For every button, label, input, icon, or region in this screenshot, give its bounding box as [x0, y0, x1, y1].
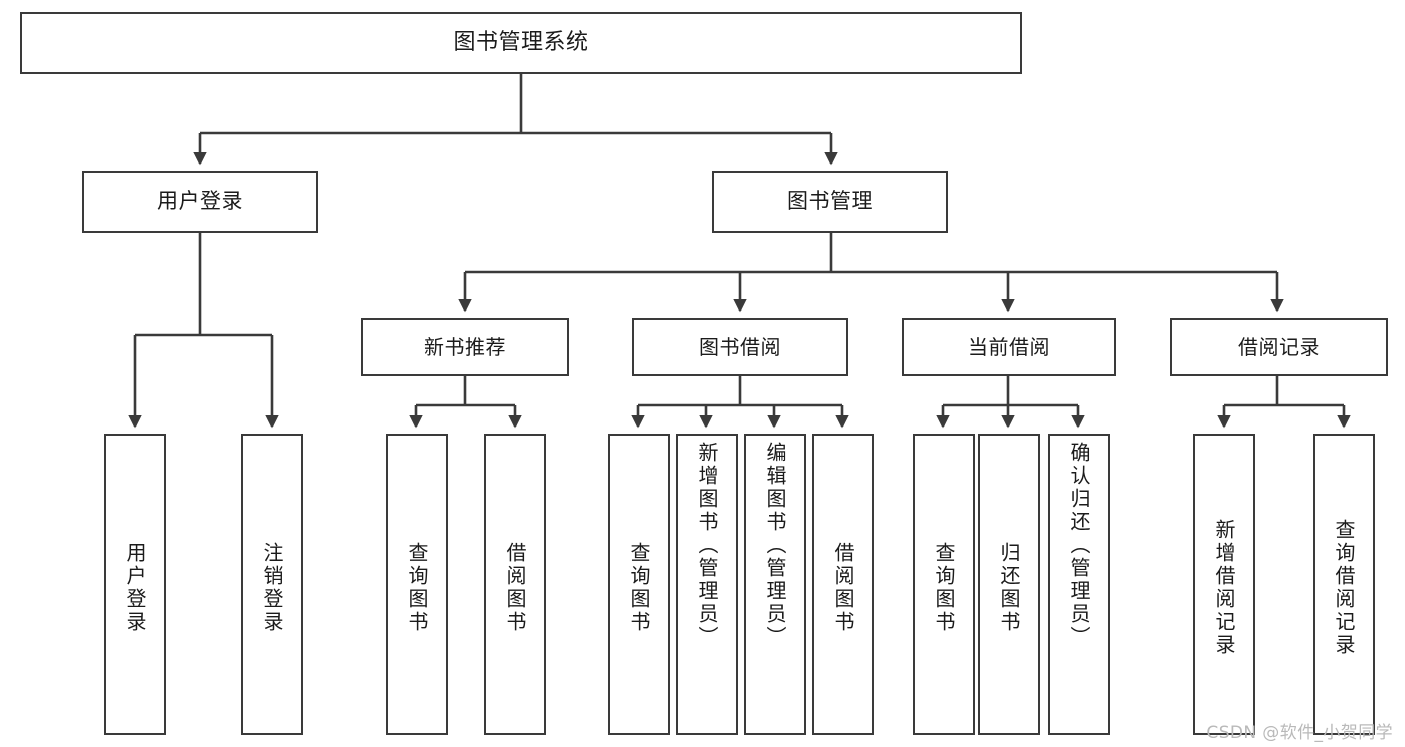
- node-leaf-add-book-label: 新增图书（管理员）: [695, 442, 719, 649]
- node-leaf-add-book[interactable]: 新增图书（管理员）: [676, 434, 738, 735]
- node-leaf-return-book-label: 归还图书: [997, 541, 1021, 634]
- node-user-login-label: 用户登录: [157, 189, 243, 214]
- node-new-book-recommend-label: 新书推荐: [424, 334, 506, 359]
- node-new-book-recommend[interactable]: 新书推荐: [361, 318, 569, 376]
- node-leaf-confirm-return-label: 确认归还（管理员）: [1067, 442, 1091, 649]
- node-leaf-query-book-3[interactable]: 查询图书: [913, 434, 975, 735]
- node-book-borrow[interactable]: 图书借阅: [632, 318, 848, 376]
- node-leaf-query-book-3-label: 查询图书: [932, 541, 956, 634]
- node-book-manage-label: 图书管理: [787, 189, 873, 214]
- node-leaf-user-login-label: 用户登录: [123, 541, 147, 634]
- node-leaf-borrow-book-1-label: 借阅图书: [503, 541, 527, 634]
- node-leaf-confirm-return[interactable]: 确认归还（管理员）: [1048, 434, 1110, 735]
- node-leaf-logout-login-label: 注销登录: [260, 541, 284, 634]
- node-leaf-borrow-book-1[interactable]: 借阅图书: [484, 434, 546, 735]
- node-leaf-return-book[interactable]: 归还图书: [978, 434, 1040, 735]
- node-leaf-query-book-1-label: 查询图书: [405, 541, 429, 634]
- node-book-borrow-label: 图书借阅: [699, 334, 781, 359]
- node-borrow-record-label: 借阅记录: [1238, 334, 1320, 359]
- node-leaf-query-book-2-label: 查询图书: [627, 541, 651, 634]
- node-leaf-add-record[interactable]: 新增借阅记录: [1193, 434, 1255, 735]
- node-user-login[interactable]: 用户登录: [82, 171, 318, 233]
- node-root-label: 图书管理系统: [453, 29, 589, 55]
- node-leaf-edit-book[interactable]: 编辑图书（管理员）: [744, 434, 806, 735]
- node-current-borrow[interactable]: 当前借阅: [902, 318, 1116, 376]
- node-leaf-query-record[interactable]: 查询借阅记录: [1313, 434, 1375, 735]
- node-leaf-query-book-1[interactable]: 查询图书: [386, 434, 448, 735]
- node-root[interactable]: 图书管理系统: [20, 12, 1022, 74]
- watermark: CSDN @软件_小贺同学: [1206, 723, 1393, 743]
- node-leaf-logout-login[interactable]: 注销登录: [241, 434, 303, 735]
- node-leaf-add-record-label: 新增借阅记录: [1212, 518, 1236, 657]
- node-leaf-query-book-2[interactable]: 查询图书: [608, 434, 670, 735]
- node-current-borrow-label: 当前借阅: [968, 334, 1050, 359]
- node-leaf-user-login[interactable]: 用户登录: [104, 434, 166, 735]
- node-leaf-borrow-book-2[interactable]: 借阅图书: [812, 434, 874, 735]
- node-leaf-borrow-book-2-label: 借阅图书: [831, 541, 855, 634]
- node-leaf-query-record-label: 查询借阅记录: [1332, 518, 1356, 657]
- node-borrow-record[interactable]: 借阅记录: [1170, 318, 1388, 376]
- node-book-manage[interactable]: 图书管理: [712, 171, 948, 233]
- node-leaf-edit-book-label: 编辑图书（管理员）: [763, 442, 787, 649]
